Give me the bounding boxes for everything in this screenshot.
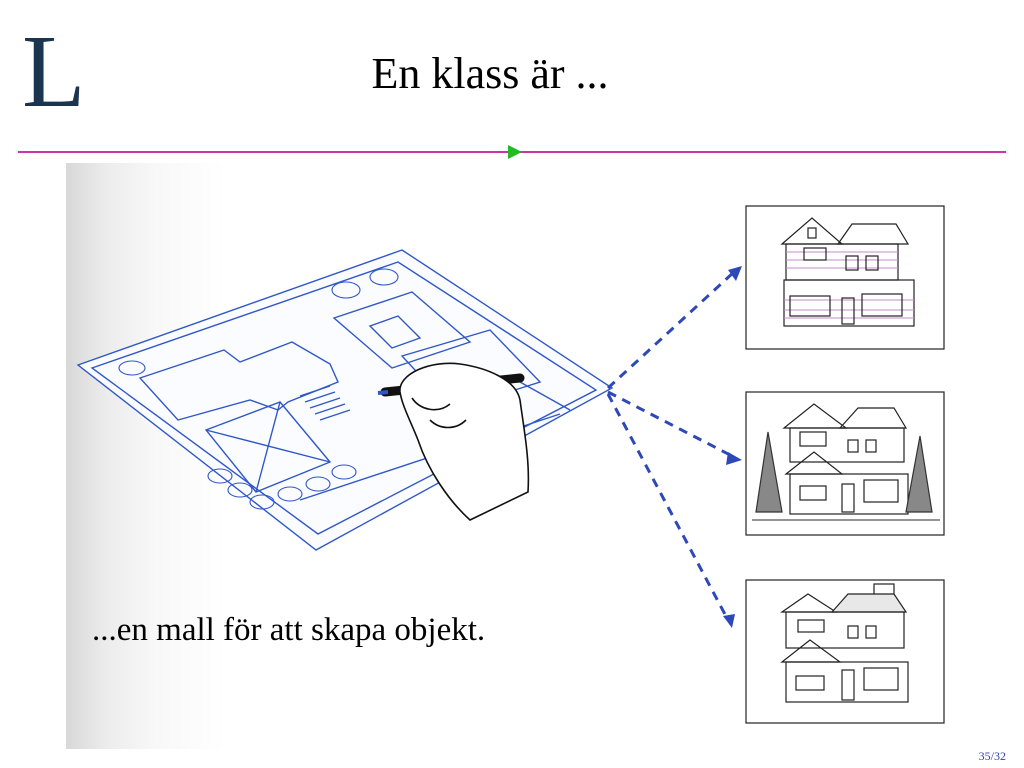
arrow-to-house-2	[607, 390, 735, 459]
arrows	[606, 270, 736, 621]
pool	[332, 291, 472, 369]
house-siding	[745, 205, 945, 350]
slide-title: En klass är ...	[371, 49, 609, 98]
stairs	[299, 385, 351, 421]
arrow-to-house-3	[606, 393, 730, 621]
hand-with-pen	[377, 362, 530, 521]
blueprint-inner-border	[90, 261, 598, 535]
blueprint-sheet	[76, 249, 614, 551]
shrubs	[118, 268, 399, 510]
arrow-to-house-1	[606, 270, 736, 390]
slide-caption: ...en mall för att skapa objekt.	[92, 612, 486, 648]
logo: L	[22, 20, 112, 125]
house-with-trees	[745, 391, 945, 536]
tree-right	[905, 435, 933, 513]
house-footprint	[138, 341, 339, 421]
blueprint	[76, 249, 614, 551]
play-arrow-icon	[508, 145, 522, 159]
arrowheads	[723, 266, 742, 628]
tree-left	[755, 431, 783, 513]
hand	[399, 362, 530, 521]
page-number: 35/32	[978, 749, 1006, 763]
logo-letter: L	[22, 14, 86, 129]
house-with-chimney	[745, 579, 945, 724]
